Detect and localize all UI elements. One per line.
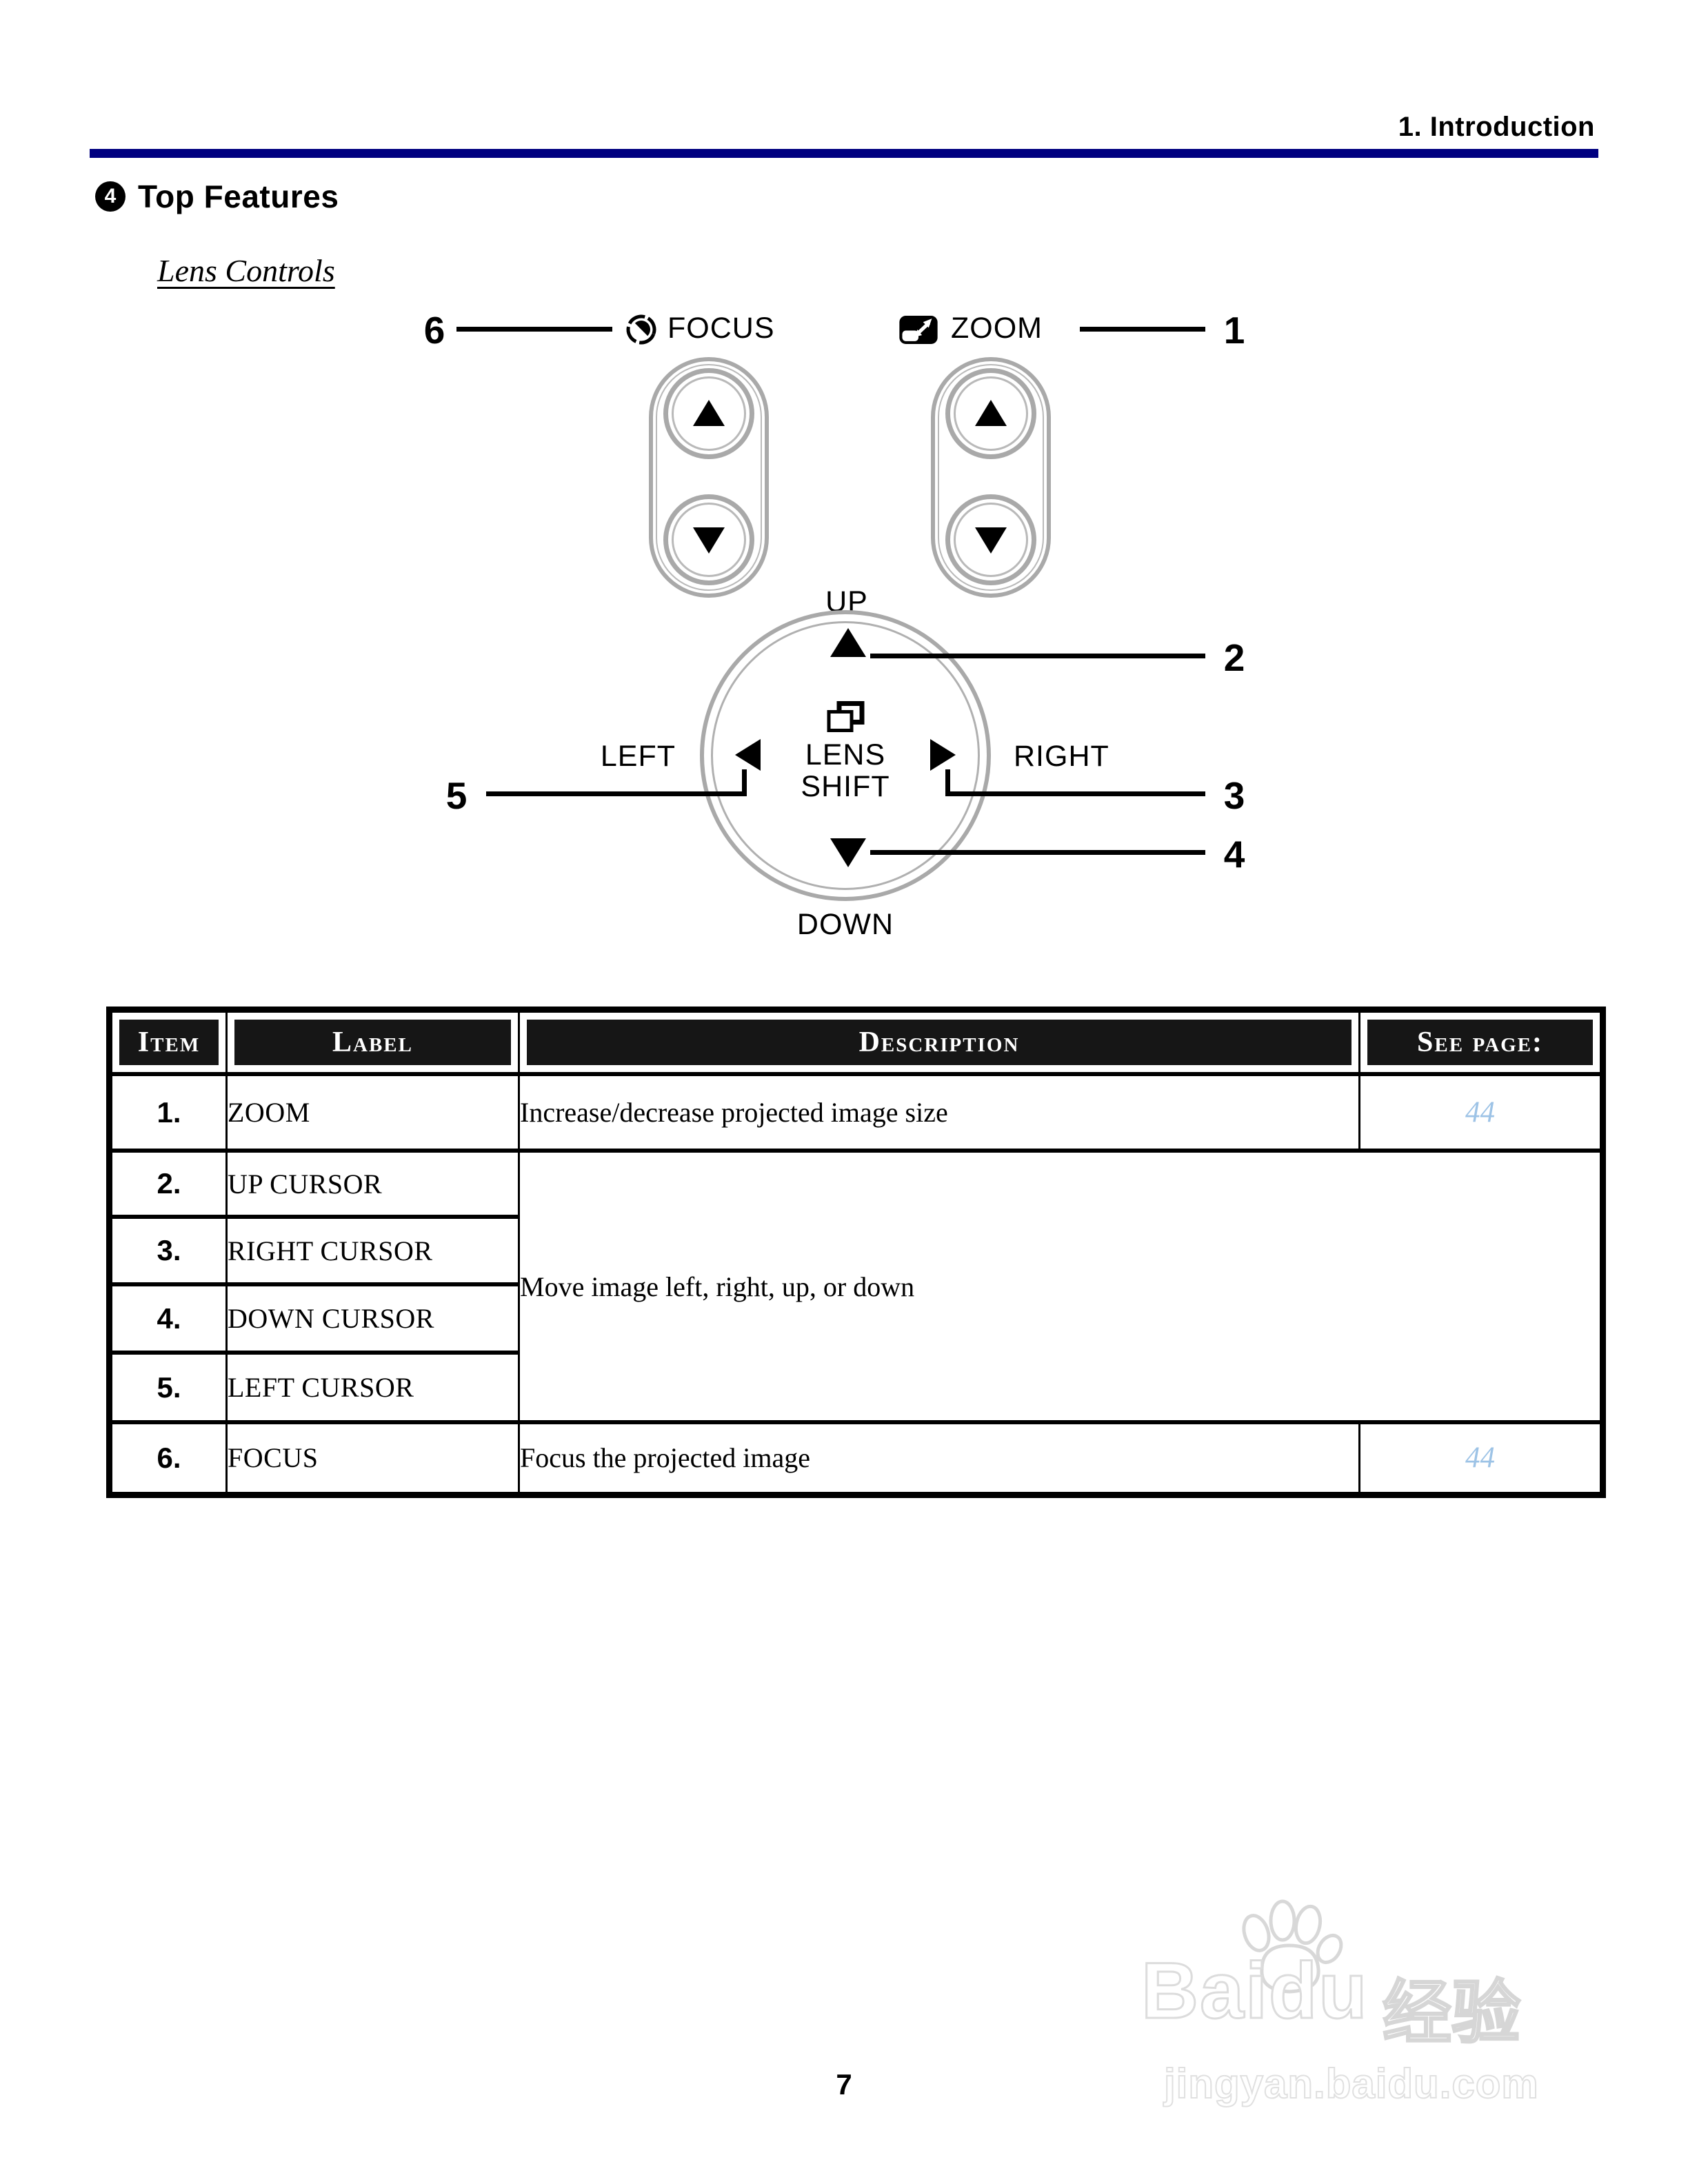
focus-label: FOCUS: [667, 312, 775, 345]
zoom-icon: [899, 316, 938, 344]
table-row: 5. LEFT CURSOR: [108, 1351, 1603, 1424]
table-row: 4. DOWN CURSOR: [108, 1282, 1603, 1355]
pad-down-arrow-icon: [830, 838, 866, 867]
col-header-label: Label: [234, 1020, 511, 1065]
row-item-number: 2.: [108, 1149, 228, 1219]
row-label: UP CURSOR: [225, 1149, 520, 1219]
merged-description-cell: Move image left, right, up, or down: [518, 1149, 1604, 1424]
callout-number-1: 1: [1223, 309, 1245, 352]
row-label: DOWN CURSOR: [225, 1282, 520, 1355]
lens-controls-table: Item Label Description See page: 1. ZOOM…: [106, 1007, 1606, 1498]
page-reference-link[interactable]: 44: [1358, 1072, 1604, 1153]
focus-down-arrow-icon: [693, 527, 725, 554]
pad-right-arrow-icon: [930, 739, 956, 771]
callout-line-1: [1080, 327, 1205, 332]
zoom-label: ZOOM: [951, 312, 1043, 345]
callout-number-5: 5: [445, 774, 468, 817]
callout-line-2: [870, 654, 1205, 658]
table-row: 6. FOCUS Focus the projected image 44: [108, 1420, 1604, 1497]
row-description: Increase/decrease projected image size: [518, 1072, 1360, 1153]
callout-number-3: 3: [1223, 774, 1245, 817]
callout-line-5: [486, 791, 747, 796]
table-row: 1. ZOOM Increase/decrease projected imag…: [108, 1072, 1604, 1153]
watermark-site-url: jingyan.baidu.com: [1163, 2060, 1539, 2107]
row-item-number: 3.: [108, 1215, 228, 1286]
right-label: RIGHT: [1014, 740, 1109, 773]
shift-label: SHIFT: [801, 770, 890, 803]
pad-up-arrow-icon: [830, 628, 866, 657]
focus-pill-inner-ring: [656, 364, 762, 591]
col-header-item: Item: [119, 1020, 219, 1065]
callout-number-2: 2: [1223, 636, 1245, 679]
left-label: LEFT: [600, 740, 676, 773]
callout-line-5-vertical: [742, 769, 747, 796]
focus-up-arrow-icon: [693, 400, 725, 426]
section-title: Top Features: [138, 179, 339, 214]
numbered-circle-icon: 4: [95, 181, 125, 212]
callout-number-6: 6: [423, 309, 445, 352]
row-item-number: 5.: [108, 1351, 228, 1424]
lens-shift-pad-inner-ring: [711, 621, 980, 890]
col-header-see-page: See page:: [1367, 1020, 1593, 1065]
row-item-number: 1.: [108, 1072, 228, 1153]
focus-button-pill: [649, 357, 769, 598]
page-reference-link[interactable]: 44: [1358, 1420, 1604, 1497]
page-number: 7: [836, 2068, 852, 2101]
zoom-button-pill: [931, 357, 1051, 598]
callout-line-6: [456, 327, 612, 332]
focus-up-button: [663, 368, 754, 459]
callout-line-3: [945, 791, 1205, 796]
callout-line-3-vertical: [945, 769, 950, 796]
lens-shift-icon: [827, 701, 865, 732]
row-label: RIGHT CURSOR: [225, 1215, 520, 1286]
section-heading: 4 Top Features: [95, 178, 339, 215]
table-header-row: Item Label Description See page:: [108, 1007, 1604, 1076]
row-description: Focus the projected image: [518, 1420, 1360, 1497]
header-rule: [90, 149, 1598, 158]
down-label: DOWN: [796, 908, 894, 941]
subsection-title: Lens Controls: [157, 253, 335, 288]
table-row: 2. UP CURSOR Move image left, right, up,…: [108, 1149, 1604, 1424]
pad-left-arrow-icon: [735, 739, 761, 771]
row-label: FOCUS: [225, 1420, 520, 1497]
lens-shift-pad-outer-ring: [700, 610, 991, 901]
zoom-up-arrow-icon: [975, 400, 1007, 426]
zoom-down-arrow-icon: [975, 527, 1007, 554]
baidu-paw-icon: [1242, 1899, 1343, 1994]
zoom-pill-inner-ring: [938, 364, 1044, 591]
row-label: LEFT CURSOR: [225, 1351, 520, 1424]
lens-label: LENS: [805, 738, 886, 771]
row-item-number: 4.: [108, 1282, 228, 1355]
callout-line-4: [870, 850, 1205, 855]
chapter-title: 1. Introduction: [1398, 112, 1595, 142]
focus-icon: [626, 314, 656, 345]
callout-number-4: 4: [1223, 833, 1245, 876]
col-header-description: Description: [527, 1020, 1352, 1065]
watermark-brand: Baidu: [1140, 1946, 1369, 2036]
table-row: 3. RIGHT CURSOR: [108, 1215, 1603, 1286]
row-item-number: 6.: [108, 1420, 228, 1497]
row-label: ZOOM: [225, 1072, 520, 1153]
watermark-brand-cn: 经验: [1382, 1974, 1522, 2053]
